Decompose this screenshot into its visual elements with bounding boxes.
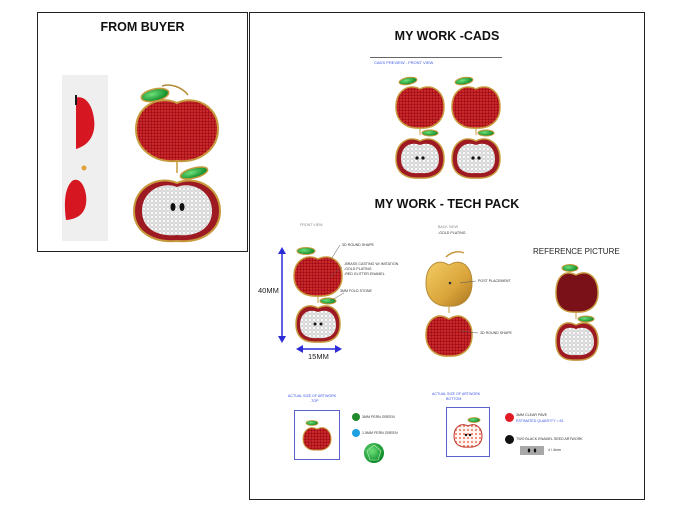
- callout-casting: -BRASS CASTING W/ IMITATION: [344, 262, 399, 266]
- stone-clear-label: 3MM CLEAR PAVE: [516, 413, 548, 417]
- buyer-title: FROM BUYER: [100, 20, 185, 34]
- cads-title: MY WORK -CADS: [394, 29, 500, 43]
- actual-size-top-apple: [302, 420, 332, 451]
- callout-plating: -GOLD PLATING: [344, 267, 372, 271]
- height-dimension-arrow: [278, 247, 286, 343]
- stone-qty-label: ESTIMATED QUANTITY = 81: [516, 419, 564, 423]
- back-view-earring: [425, 251, 473, 357]
- buyer-earring-image: [132, 84, 222, 243]
- cad-earring-1: [395, 76, 445, 179]
- techpack-front-note: FRONT VIEW: [300, 223, 323, 227]
- seed-tag-label: 4 / 4mm: [548, 448, 561, 452]
- reference-earring-image: [555, 264, 599, 361]
- clear-pave-marker: [505, 413, 514, 422]
- techpack-earring: [293, 247, 343, 343]
- buyer-sketch-photo: [62, 75, 108, 241]
- green-stone-marker: [352, 413, 360, 421]
- stone-green-label: 3MM FERN GREEN: [362, 415, 395, 419]
- green-gem-icon: [364, 443, 384, 463]
- width-dimension-label: 15MM: [308, 352, 329, 361]
- actual-size-top-box: [294, 410, 340, 460]
- callout-round-shape-top: 3D ROUND SHAPE: [342, 243, 374, 247]
- gold-note-top: BACK VIEW: [438, 225, 458, 229]
- blue-stone-marker: [352, 429, 360, 437]
- work-panel: MY WORK -CADS CADS PREVIEW - FRONT VIEW …: [249, 12, 645, 500]
- seed-artwork-swatch: [520, 446, 544, 455]
- seed-icon: [527, 448, 537, 453]
- callout-stone: 3MM FOLD STONE: [340, 289, 372, 293]
- actual-bottom-label-1: ACTUAL SIZE OF ARTWORK: [432, 392, 481, 396]
- buyer-panel: FROM BUYER: [37, 12, 248, 252]
- actual-top-label-1: ACTUAL SIZE OF ARTWORK: [288, 394, 337, 398]
- width-dimension-arrow: [296, 345, 342, 353]
- actual-size-bottom-box: [446, 407, 490, 457]
- actual-top-label-2: -TOP: [310, 399, 319, 403]
- actual-size-bottom-apple: [453, 417, 483, 448]
- callout-round-shape-bottom: 3D ROUND SHAPE: [480, 331, 512, 335]
- reference-title: REFERENCE PICTURE: [533, 247, 620, 256]
- height-dimension-label: 40MM: [258, 286, 279, 295]
- back-view-callout-lines: [459, 280, 479, 334]
- gold-note: -GOLD PLATING: [438, 231, 466, 235]
- callout-post: POST PLACEMENT: [478, 279, 511, 283]
- black-enamel-marker: [505, 435, 514, 444]
- stone-blue-label: 1.5MM FERN GREEN: [362, 431, 398, 435]
- techpack-callout-lines: [329, 244, 345, 302]
- cads-preview-label: CADS PREVIEW - FRONT VIEW: [374, 60, 434, 65]
- cads-divider: [370, 57, 502, 58]
- black-enamel-label: TWO BLACK ENAMEL SEED ARTWORK: [516, 437, 583, 441]
- actual-bottom-label-2: BOTTOM: [446, 397, 462, 401]
- techpack-title: MY WORK - TECH PACK: [374, 197, 520, 211]
- sketch-apple-halves: [64, 95, 95, 220]
- callout-enamel: -RED GLITTER ENAMEL: [344, 272, 385, 276]
- cad-earring-2: [451, 76, 501, 179]
